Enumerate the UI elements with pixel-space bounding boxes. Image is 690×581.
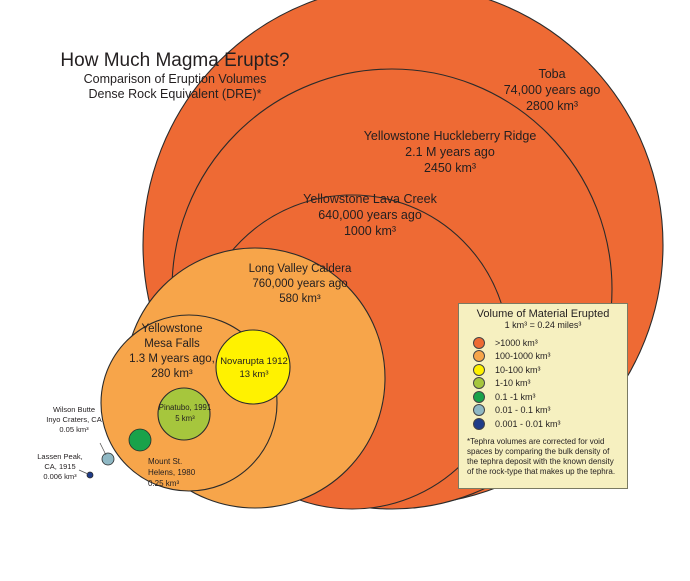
legend-swatch — [473, 336, 485, 349]
label-novarupta-1912: Novarupta 1912 13 km³ — [220, 356, 288, 380]
label-yellowstone-huckleberry-ridge: Yellowstone Huckleberry Ridge 2.1 M years… — [364, 129, 537, 175]
label-line: Lassen Peak, — [37, 452, 82, 461]
label-yellowstone-lava-creek: Yellowstone Lava Creek 640,000 years ago 1… — [303, 192, 437, 238]
label-line: 1000 km³ — [344, 224, 396, 238]
label-long-valley-caldera: Long Valley Caldera 760,000 years ago 580 … — [249, 263, 352, 305]
legend-label: >1000 km³ — [495, 337, 538, 348]
chart-title-block: How Much Magma Erupts? Comparison of Eru… — [50, 50, 300, 102]
legend-swatch — [473, 404, 485, 417]
label-toba: Toba 74,000 years ago 2800 km³ — [504, 67, 601, 113]
label-line: Mesa Falls — [144, 338, 200, 350]
label-mount-st-helens-1980: Mount St. Helens, 1980 0.25 km³ — [148, 457, 196, 488]
bubble-lassen-peak-ca-1915 — [86, 471, 94, 479]
legend-unit: 1 km³ = 0.24 miles³ — [504, 320, 582, 330]
label-line: Long Valley Caldera — [249, 263, 352, 275]
label-line: 580 km³ — [279, 293, 321, 305]
label-line: Toba — [538, 67, 565, 81]
label-line: CA, 1915 — [44, 462, 75, 471]
chart-title: How Much Magma Erupts? — [60, 50, 290, 71]
legend-swatch — [473, 350, 485, 363]
legend-title: Volume of Material Erupted — [476, 308, 610, 320]
legend-swatch — [473, 417, 485, 430]
label-line: 2450 km³ — [424, 161, 476, 175]
label-line: Wilson Butte — [53, 405, 95, 414]
label-line: Helens, 1980 — [148, 468, 196, 477]
chart-subtitle: Comparison of Eruption Volumes — [83, 72, 267, 86]
legend-label: 10-100 km³ — [495, 364, 541, 375]
legend-swatch — [473, 377, 485, 390]
chart-subtitle-dre: Dense Rock Equivalent (DRE)* — [88, 87, 262, 101]
bubble-wilson-butte-inyo-craters-ca — [101, 452, 115, 466]
label-line: Yellowstone — [142, 323, 203, 335]
legend-label: 0.1 -1 km³ — [495, 391, 536, 402]
label-pinatubo-1991: Pinatubo, 1991 5 km³ — [159, 403, 211, 423]
legend-swatch — [473, 363, 485, 376]
legend-label: 100-1000 km³ — [495, 351, 551, 362]
label-line: 5 km³ — [175, 414, 195, 423]
legend-entry: 10-100 km³ — [467, 363, 619, 377]
label-line: 1.3 M years ago, — [129, 353, 215, 365]
label-line: 2800 km³ — [526, 99, 578, 113]
label-line: 0.006 km³ — [43, 472, 77, 481]
legend-entry: >1000 km³ — [467, 336, 619, 350]
label-line: 0.25 km³ — [148, 479, 179, 488]
legend-entry: 0.001 - 0.01 km³ — [467, 417, 619, 431]
label-line: 640,000 years ago — [318, 208, 422, 222]
bubble-pinatubo-1991 — [157, 387, 211, 441]
legend-entries: >1000 km³ 100-1000 km³ 10-100 km³ 1-10 km³ 0… — [467, 336, 619, 431]
label-line: Mount St. — [148, 457, 182, 466]
label-line: 760,000 years ago — [252, 278, 347, 290]
legend-entry: 0.1 -1 km³ — [467, 390, 619, 404]
label-line: 2.1 M years ago — [405, 145, 495, 159]
legend-footnote: *Tephra volumes are corrected for void s… — [467, 436, 616, 476]
label-line: 13 km³ — [239, 369, 268, 380]
label-line: 0.05 km³ — [59, 425, 89, 434]
label-line: Inyo Craters, CA — [46, 415, 101, 424]
legend-label: 0.01 - 0.1 km³ — [495, 405, 551, 416]
label-line: Pinatubo, 1991 — [159, 403, 211, 412]
leader-line-1 — [78, 469, 89, 475]
legend-label: 0.001 - 0.01 km³ — [495, 418, 561, 429]
legend-entry: 1-10 km³ — [467, 377, 619, 391]
legend-swatch — [473, 390, 485, 403]
label-line: 74,000 years ago — [504, 83, 601, 97]
label-line: Novarupta 1912 — [220, 356, 288, 367]
label-line: Yellowstone Lava Creek — [303, 192, 437, 206]
legend-label: 1-10 km³ — [495, 378, 531, 389]
legend-entry: 100-1000 km³ — [467, 350, 619, 364]
label-line: 280 km³ — [151, 368, 193, 380]
bubble-novarupta-1912 — [215, 329, 291, 405]
legend-entry: 0.01 - 0.1 km³ — [467, 404, 619, 418]
label-line: Yellowstone Huckleberry Ridge — [364, 129, 537, 143]
legend: Volume of Material Erupted 1 km³ = 0.24 … — [458, 303, 628, 489]
leader-line-0 — [99, 442, 107, 456]
bubble-mount-st-helens-1980 — [128, 428, 152, 452]
